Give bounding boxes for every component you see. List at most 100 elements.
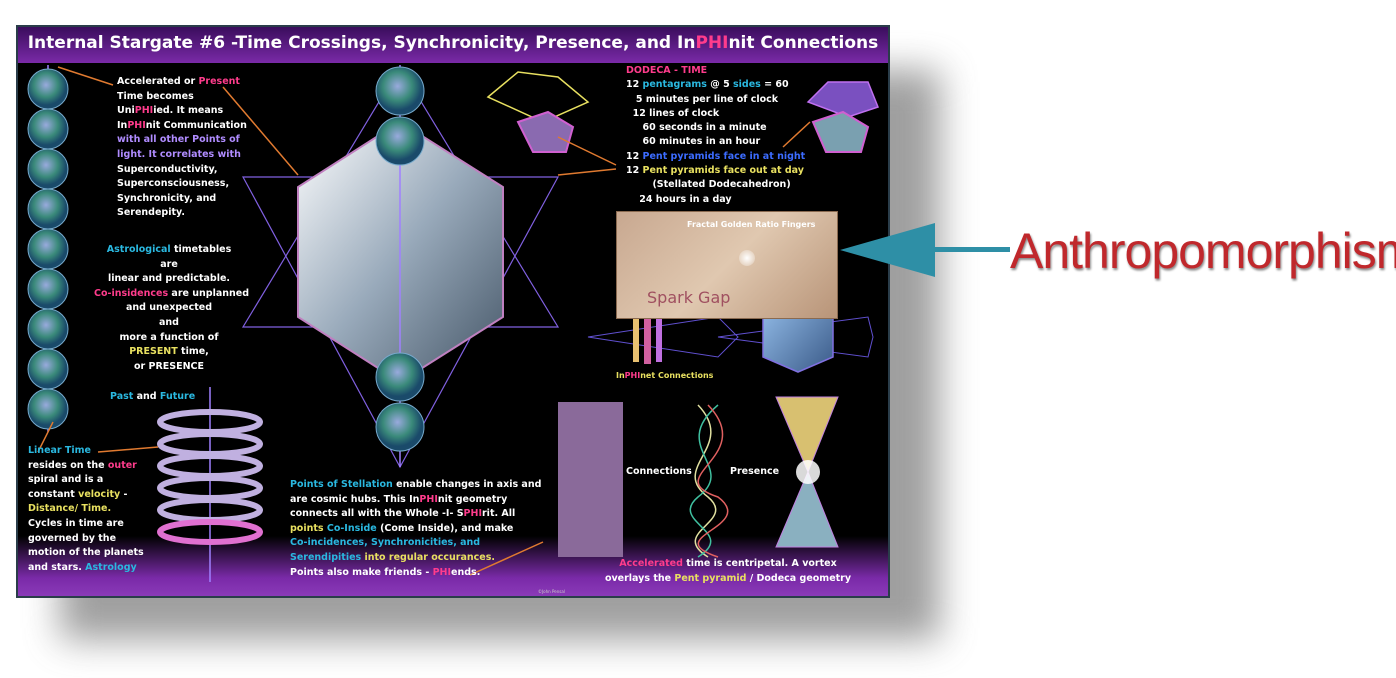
text-segment: 12 <box>626 150 643 162</box>
spark-glow <box>739 250 755 266</box>
stargate-poster: Internal Stargate #6 -Time Crossings, Sy… <box>16 25 890 598</box>
geometry-illustrations <box>27 65 879 582</box>
text-segment: Superconductivity, <box>117 163 218 175</box>
text-segment: Presence <box>730 466 780 477</box>
text-line: 12 Pent pyramids face out at day <box>626 164 805 178</box>
text-line: constant velocity - <box>28 488 144 503</box>
text-line: connects all with the Whole -I- SPHIrit.… <box>290 507 541 522</box>
text-segment: governed by the <box>28 532 117 544</box>
text-segment: motion of the planets <box>28 547 144 559</box>
text-segment: and stars. <box>28 561 86 573</box>
text-segment: (Stellated Dodecahedron) <box>626 179 791 191</box>
text-segment: In <box>117 119 128 131</box>
text-segment: Pent pyramids face in at night <box>642 150 806 162</box>
text-line: 12 pentagrams @ 5 sides = 60 <box>626 78 805 92</box>
text-segment: connects all with the Whole -I- S <box>290 508 464 520</box>
text-line: (Stellated Dodecahedron) <box>626 178 805 192</box>
text-presence: Presence <box>730 465 779 480</box>
text-segment: ied. It means <box>153 105 224 117</box>
pointer-arrow-icon <box>840 223 1010 277</box>
text-segment: nit Communication <box>145 119 247 131</box>
text-segment: = 60 <box>760 79 789 91</box>
text-segment: Pent pyramid <box>674 572 747 584</box>
text-line: 60 seconds in a minute <box>626 121 805 135</box>
text-segment: - <box>120 488 128 500</box>
text-segment: Co-incidences, Synchronicities, and <box>290 537 481 549</box>
text-segment: Accelerated or <box>117 76 199 87</box>
text-line: UniPHIied. It means <box>117 104 247 119</box>
text-dodeca-time: DODECA - TIME 12 pentagrams @ 5 sides = 6… <box>626 64 805 207</box>
text-segment: velocity <box>78 488 121 500</box>
text-segment: linear and predictable. <box>107 273 231 285</box>
text-segment: time, <box>177 346 209 358</box>
double-helix <box>689 404 729 558</box>
text-segment: Uni <box>117 105 135 117</box>
sphere <box>27 388 69 430</box>
sphere <box>375 402 425 452</box>
poster-title: Internal Stargate #6 -Time Crossings, Sy… <box>18 33 888 53</box>
text-segment: (Come Inside), and make <box>376 522 514 534</box>
text-segment: Superconsciousness, <box>117 178 230 190</box>
text-segment: Distance/ Time. <box>28 503 112 515</box>
sphere <box>27 188 69 230</box>
text-segment: 60 seconds in a minute <box>626 122 767 134</box>
text-line: DODECA - TIME <box>626 64 805 78</box>
text-line: resides on the outer <box>28 459 144 474</box>
text-line: Linear Time <box>28 444 144 459</box>
text-line: Points of Stellation enable changes in a… <box>290 478 541 493</box>
sphere <box>375 66 425 116</box>
text-segment: rit. All <box>482 508 516 520</box>
text-segment: Cycles in time are <box>28 517 124 529</box>
title-segment: Internal Stargate #6 -Time Crossings, Sy… <box>27 33 696 53</box>
text-line: InPHInit Communication <box>117 119 247 134</box>
pyramid-dodeca-left <box>486 71 590 153</box>
text-segment: In <box>616 371 625 380</box>
text-line: 12 lines of clock <box>626 107 805 121</box>
text-segment: more a function of <box>119 331 219 343</box>
text-segment: 12 <box>626 79 643 91</box>
text-segment: DODECA - TIME <box>626 65 708 76</box>
text-line: Cycles in time are <box>28 517 144 532</box>
text-segment: are cosmic hubs. This In <box>290 493 420 505</box>
text-segment: sides <box>733 79 761 91</box>
text-segment: Past <box>110 391 134 402</box>
text-segment: Future <box>159 391 196 402</box>
text-segment: Accelerated <box>619 558 683 569</box>
text-line: overlays the Pent pyramid / Dodeca geome… <box>598 572 858 587</box>
text-line: more a function of <box>94 331 244 346</box>
text-line: Co-insidences are unplanned <box>94 287 249 302</box>
text-segment: ends. <box>451 566 481 578</box>
text-segment: timetables <box>170 244 232 255</box>
text-line: Co-incidences, Synchronicities, and <box>290 536 541 551</box>
sphere <box>27 268 69 310</box>
text-line: points Co-Inside (Come Inside), and make <box>290 522 541 537</box>
annotation-label: Anthropomorphism <box>1010 223 1396 279</box>
text-segment: points <box>290 522 327 534</box>
title-segment: PHI <box>695 33 729 53</box>
text-line: Astrological timetables <box>94 243 244 258</box>
text-segment: constant <box>28 488 79 500</box>
text-line: Past and Future <box>110 390 195 405</box>
text-vortex: Accelerated time is centripetal. A vorte… <box>598 557 858 586</box>
text-segment: Serendipities <box>290 551 362 563</box>
sphere <box>27 108 69 150</box>
text-connections: Connections <box>626 465 692 480</box>
sphere-column-left <box>27 65 69 432</box>
text-line: 5 minutes per line of clock <box>626 93 805 107</box>
text-line: Connections <box>626 465 692 480</box>
text-segment: pentagrams <box>642 79 707 91</box>
text-segment: with all other Points of <box>117 134 240 146</box>
text-line: and stars. Astrology <box>28 561 144 576</box>
text-line: spiral and is a <box>28 473 144 488</box>
text-segment: Co-insidences <box>94 287 169 299</box>
text-segment: Co-Inside <box>326 522 377 534</box>
text-segment: 60 minutes in an hour <box>626 136 761 148</box>
text-segment: 12 lines of clock <box>626 107 720 119</box>
text-segment: light. It correlates with <box>117 148 241 160</box>
text-line: Accelerated or Present <box>117 75 247 90</box>
title-segment: nit Connections <box>728 33 879 53</box>
coil-ring <box>157 519 263 545</box>
pyramid-dodeca-right <box>806 81 879 153</box>
sphere <box>27 228 69 270</box>
connector-arrows <box>37 66 811 576</box>
